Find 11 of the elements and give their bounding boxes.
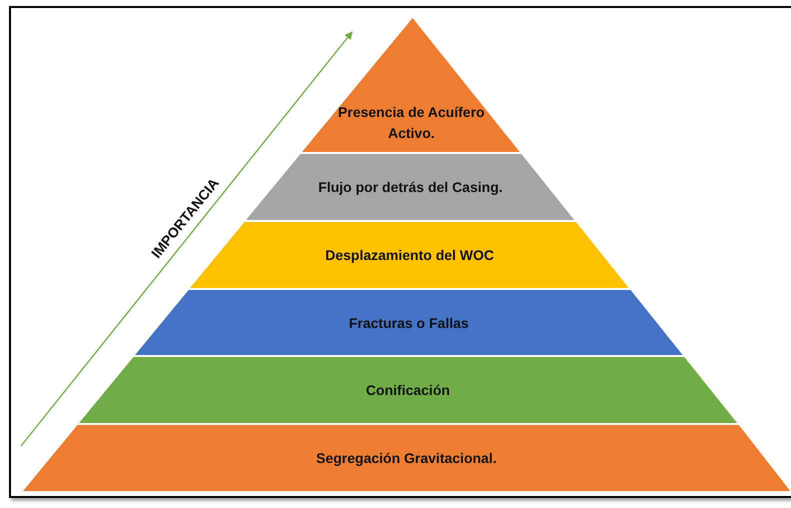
pyramid-tier: [22, 425, 790, 491]
tier-label: Presencia de Acuífero Activo.: [337, 103, 486, 143]
tier-label: Segregación Gravitacional.: [315, 449, 498, 468]
pyramid-apex: [302, 18, 520, 152]
tier-label: Desplazamiento del WOC: [324, 246, 496, 265]
tier-label: Flujo por detrás del Casing.: [317, 178, 504, 197]
tier-label: Fracturas o Fallas: [348, 314, 470, 332]
pyramid-tier: [134, 290, 683, 355]
tier-label: Conificación: [364, 381, 451, 400]
pyramid-tier: [246, 154, 575, 220]
pyramid-tier: [78, 357, 737, 423]
